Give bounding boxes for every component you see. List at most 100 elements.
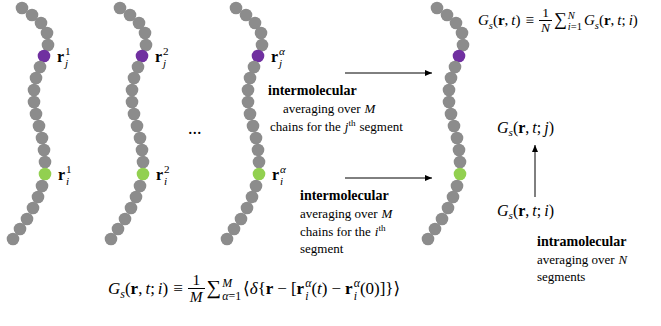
averaged-chain xyxy=(422,2,470,246)
chain-label: 1 xyxy=(65,45,71,57)
formula: 1 xyxy=(542,5,549,20)
formula: r xyxy=(345,279,353,298)
formula: 1 xyxy=(577,21,582,32)
annotation-text: segments xyxy=(537,269,585,285)
annotation-text: chains for the xyxy=(270,119,341,134)
index-stack: 1i xyxy=(66,164,72,188)
formula: i xyxy=(629,12,633,28)
annotation-text: intermolecular xyxy=(300,188,389,203)
formula: t xyxy=(532,202,536,219)
formula: ( xyxy=(513,119,518,136)
annotation-text: segment xyxy=(359,119,402,134)
chain-label: 1 xyxy=(66,163,72,175)
annotation-text: ... xyxy=(188,118,202,138)
annotation-text: N xyxy=(619,252,628,267)
formula: − xyxy=(277,279,287,298)
formula: s xyxy=(595,20,599,31)
formula: 1 xyxy=(235,289,241,303)
formula: Gs(r,t;i)≡1M∑Mα=1⟨δ{r−[rαi(t)−rαi(0)]}⟩ xyxy=(108,272,400,305)
formula: = xyxy=(228,289,235,303)
formula: N xyxy=(541,20,550,35)
chain-label: i xyxy=(66,175,69,187)
annotation-text: j xyxy=(345,119,349,134)
index-stack: 1j xyxy=(65,46,71,70)
annotation-text: intermolecular xyxy=(300,188,389,205)
annotation-text: chains for the xyxy=(300,224,371,239)
chain-label: α xyxy=(279,45,285,57)
annotation-text: M xyxy=(365,101,376,116)
formula: α xyxy=(305,276,311,290)
formula: s xyxy=(509,126,513,138)
subscript: i xyxy=(354,290,360,303)
numerator: 1 xyxy=(539,6,552,21)
formula: s xyxy=(509,209,513,221)
formula: r xyxy=(518,119,525,136)
chain-label: 2 xyxy=(164,163,170,175)
subscript: j xyxy=(65,58,71,70)
formula: r xyxy=(498,12,505,28)
formula: i xyxy=(544,202,548,219)
annotation-text: th xyxy=(378,223,385,233)
formula: t xyxy=(511,12,515,28)
formula: t xyxy=(532,119,536,136)
formula: [ xyxy=(291,279,297,298)
formula: G xyxy=(584,12,595,28)
chain-label: i xyxy=(280,175,283,187)
annotation-text: segments xyxy=(537,269,585,284)
formula: ) xyxy=(516,12,521,28)
formula: i xyxy=(354,289,357,303)
superscript: α xyxy=(305,277,311,290)
annotation-text: intramolecular xyxy=(537,234,626,251)
subscript: α=1 xyxy=(222,290,241,303)
formula: ) xyxy=(322,279,328,298)
formula: ; xyxy=(537,202,541,219)
annotation-text: averaging overM xyxy=(300,206,392,222)
annotation-text: i xyxy=(375,224,379,239)
formula: ) xyxy=(549,119,554,136)
chain-label: j xyxy=(65,57,68,69)
polymer-chain xyxy=(221,2,269,246)
subscript: i xyxy=(66,176,72,188)
formula: ∑ xyxy=(207,276,222,298)
formula: , xyxy=(505,12,509,28)
annotation-text: ... xyxy=(188,118,202,140)
formula: Gs(r,t)≡1N∑Ni=1Gs(r,t;i) xyxy=(478,6,638,35)
arrow xyxy=(535,145,536,197)
formula: ) xyxy=(633,12,638,28)
formula: s xyxy=(120,287,125,301)
subscript: i xyxy=(164,176,170,188)
formula: s xyxy=(489,20,493,31)
formula: { xyxy=(258,279,266,298)
superscript: 2 xyxy=(164,164,170,176)
formula: M xyxy=(222,276,232,290)
superscript: α xyxy=(279,46,285,58)
formula: , xyxy=(525,202,529,219)
subscript: j xyxy=(279,58,285,70)
denominator: M xyxy=(188,289,205,305)
formula: r xyxy=(131,279,139,298)
polymer-chain xyxy=(105,2,153,246)
annotation-text: averaging overN xyxy=(537,252,627,268)
formula: ⟨ xyxy=(243,279,250,298)
annotation-text: chains for thejthsegment xyxy=(270,118,403,135)
formula: − xyxy=(331,279,341,298)
formula: j xyxy=(544,119,548,136)
formula: ) xyxy=(163,279,169,298)
chain-label: r xyxy=(271,48,278,65)
chain-label: j xyxy=(163,57,166,69)
formula: , xyxy=(611,12,615,28)
superscript: α xyxy=(280,164,286,176)
formula: ; xyxy=(537,119,541,136)
superscript: N xyxy=(568,10,582,21)
index-stack: Ni=1 xyxy=(568,10,582,32)
formula: i xyxy=(158,279,163,298)
annotation-text: intermolecular xyxy=(268,83,357,100)
denominator: N xyxy=(539,21,552,35)
formula: ≡ xyxy=(173,279,183,298)
superscript: 2 xyxy=(163,46,169,58)
index-stack: αj xyxy=(279,46,285,70)
chain-label: r2i xyxy=(156,164,170,188)
chain-label: rαj xyxy=(271,46,285,70)
formula: α xyxy=(354,276,360,290)
